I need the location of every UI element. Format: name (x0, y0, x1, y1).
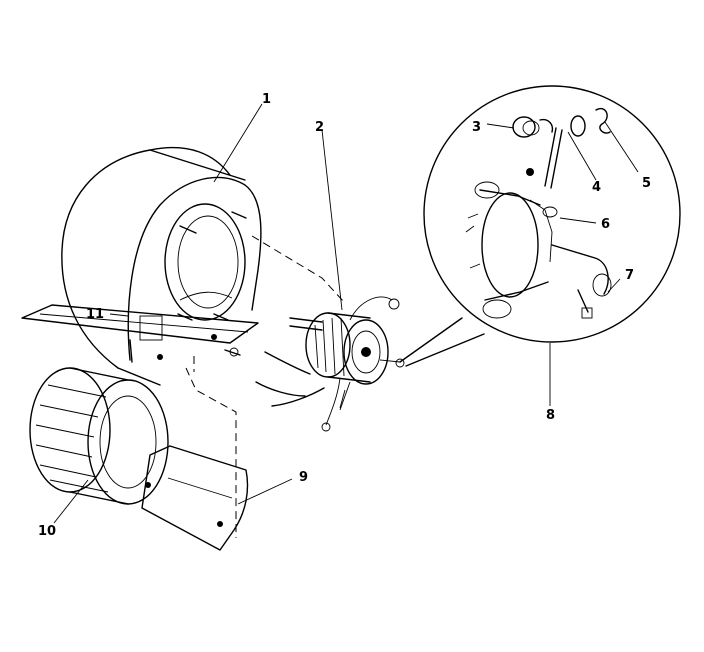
callout-10: 10 (38, 524, 56, 539)
callout-8: 8 (546, 408, 555, 423)
callout-5: 5 (642, 176, 651, 191)
leader-lines (53, 103, 639, 524)
callout-7: 7 (625, 268, 634, 283)
callout-3: 3 (472, 120, 481, 135)
callout-9: 9 (299, 470, 308, 485)
callout-11: 11 (86, 307, 104, 322)
cutoff-plate (141, 445, 249, 551)
callout-4: 4 (592, 180, 601, 195)
callout-2: 2 (315, 120, 324, 135)
blower-wheel (29, 367, 169, 505)
motor-mount-detail (399, 85, 681, 367)
motor (255, 296, 405, 432)
blower-housing (21, 146, 262, 386)
callout-6: 6 (601, 217, 610, 232)
callout-1: 1 (262, 92, 271, 107)
alignment-lines (185, 235, 345, 538)
